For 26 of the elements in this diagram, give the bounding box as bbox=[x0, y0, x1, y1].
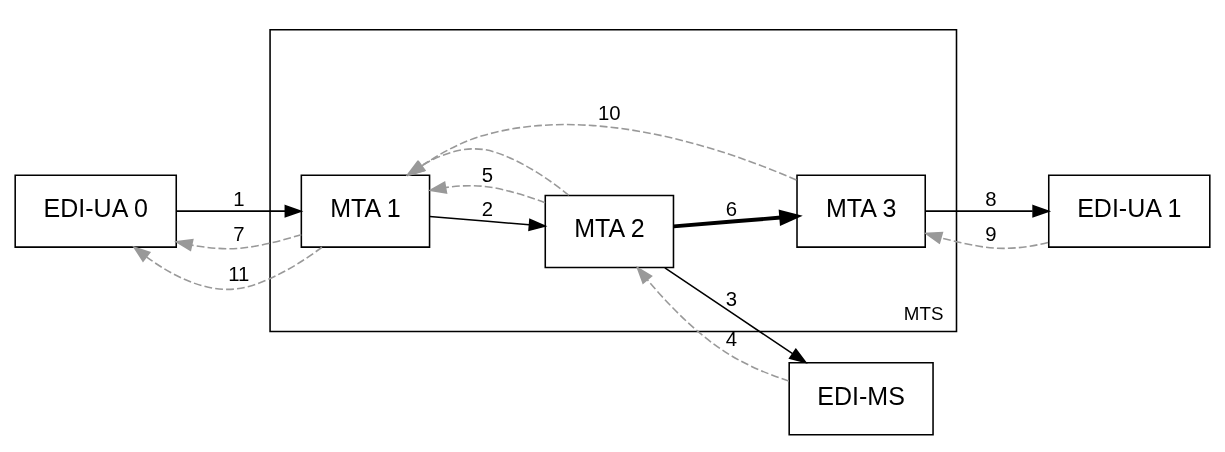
node-box: EDI-UA 0 bbox=[14, 174, 178, 248]
arrow bbox=[673, 209, 803, 229]
arrow bbox=[174, 233, 303, 252]
edge-label: 5 bbox=[481, 164, 494, 187]
arrow bbox=[664, 267, 808, 364]
arrow bbox=[428, 215, 548, 232]
edge-label: 3 bbox=[725, 287, 737, 310]
edge-label: 2 bbox=[481, 198, 494, 221]
edge-label: 8 bbox=[985, 187, 997, 210]
arrow bbox=[175, 204, 304, 218]
node-box: MTA 1 bbox=[300, 174, 431, 248]
arrow bbox=[635, 265, 790, 382]
arrow bbox=[924, 204, 1052, 218]
arrow bbox=[923, 231, 1049, 250]
node-box: EDI-MS bbox=[788, 362, 934, 436]
edge-label: 6 bbox=[725, 198, 737, 221]
arrow bbox=[132, 245, 323, 291]
node-box: EDI-UA 1 bbox=[1047, 174, 1211, 248]
node-box: MTA 2 bbox=[544, 194, 675, 269]
edge-label: 1 bbox=[233, 187, 245, 210]
edge-label: 7 bbox=[233, 223, 245, 246]
edge-label: 11 bbox=[228, 262, 250, 285]
node-box: MTA 3 bbox=[796, 174, 926, 248]
edge-label: 9 bbox=[985, 223, 997, 246]
arrow bbox=[427, 180, 546, 204]
edge-label: 10 bbox=[598, 101, 621, 124]
